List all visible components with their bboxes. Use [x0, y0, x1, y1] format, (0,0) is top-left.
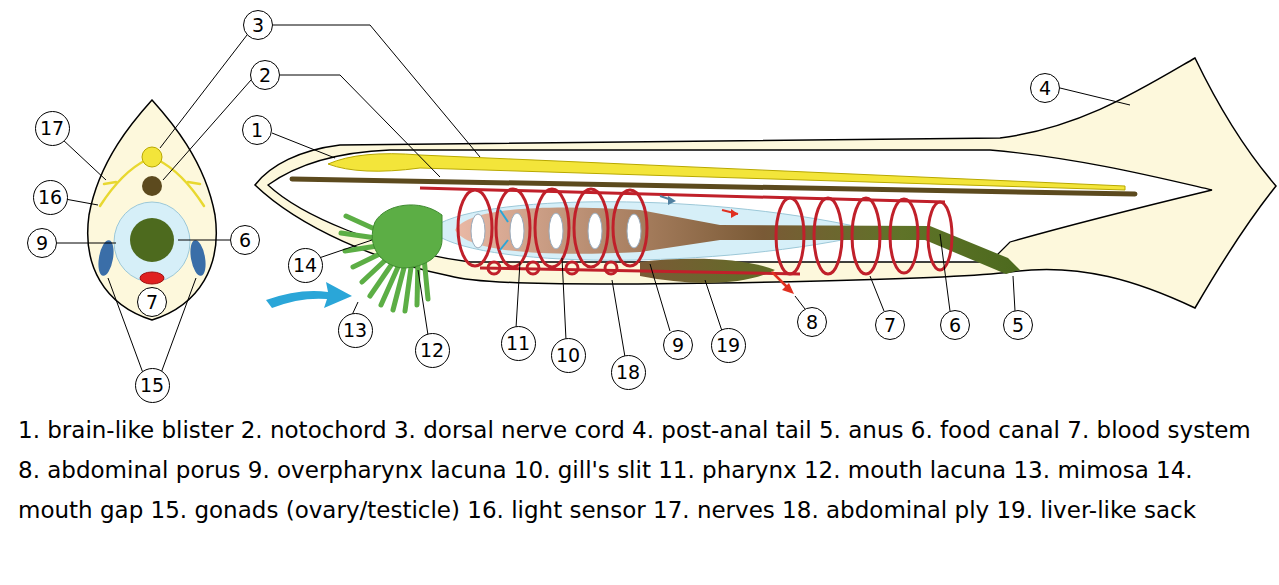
leader-lines	[57, 25, 1130, 373]
callout-circle: 6	[940, 310, 970, 340]
callout-circle: 5	[1003, 310, 1033, 340]
callout-number: 17	[40, 119, 64, 138]
callout-number: 14	[293, 256, 317, 275]
callout-circle: 16	[33, 180, 68, 215]
blood-vessels	[420, 188, 952, 274]
callout-number: 9	[36, 234, 48, 253]
legend-caption: 1. brain-like blister 2. notochord 3. do…	[18, 410, 1263, 530]
callout-circle: 15	[135, 368, 170, 403]
callout-circle: 9	[663, 330, 693, 360]
cs-nerve-cord	[142, 147, 162, 167]
callout-number: 16	[38, 188, 62, 207]
callout-number: 8	[806, 313, 818, 332]
mouth-hood	[372, 205, 442, 268]
callout-circle: 13	[338, 313, 373, 348]
cross-section-outline	[88, 100, 217, 320]
callout-circle: 17	[35, 111, 70, 146]
callout-number: 6	[949, 316, 961, 335]
cs-gonad	[188, 239, 208, 277]
callout-number: 15	[140, 376, 164, 395]
callout-circle: 11	[501, 326, 536, 361]
callout-number: 9	[672, 336, 684, 355]
callout-circle: 7	[137, 287, 167, 317]
callout-circle: 6	[230, 225, 260, 255]
cs-notochord	[142, 176, 162, 196]
callout-number: 3	[252, 16, 264, 35]
callout-number: 5	[1012, 316, 1024, 335]
callout-circle: 3	[243, 10, 273, 40]
callout-circle: 14	[288, 248, 323, 283]
callout-number: 12	[420, 341, 444, 360]
notochord	[292, 179, 1135, 194]
callout-number: 11	[506, 334, 530, 353]
callout-circle: 8	[797, 307, 827, 337]
callout-number: 2	[259, 66, 271, 85]
callout-circle: 19	[711, 328, 746, 363]
callout-number: 19	[716, 336, 740, 355]
callout-circle: 2	[250, 60, 280, 90]
callout-circle: 10	[551, 338, 586, 373]
callout-circle: 12	[415, 333, 450, 368]
callout-circle: 1	[242, 115, 272, 145]
callout-number: 7	[884, 316, 896, 335]
water-arrow	[266, 282, 352, 308]
callout-circle: 9	[27, 228, 57, 258]
cs-gonad	[96, 239, 116, 277]
callout-number: 4	[1039, 79, 1051, 98]
cs-blood	[140, 272, 164, 284]
cs-lacuna	[114, 202, 190, 282]
callout-number: 6	[239, 231, 251, 250]
callout-number: 7	[146, 293, 158, 312]
callout-number: 10	[556, 346, 580, 365]
cs-food-canal	[130, 218, 174, 262]
callout-number: 18	[616, 363, 640, 382]
flow-arrows	[500, 196, 794, 294]
callout-circle: 7	[875, 310, 905, 340]
callout-number: 1	[251, 121, 263, 140]
callout-circle: 4	[1030, 73, 1060, 103]
callout-circle: 18	[611, 355, 646, 390]
callout-number: 13	[343, 321, 367, 340]
